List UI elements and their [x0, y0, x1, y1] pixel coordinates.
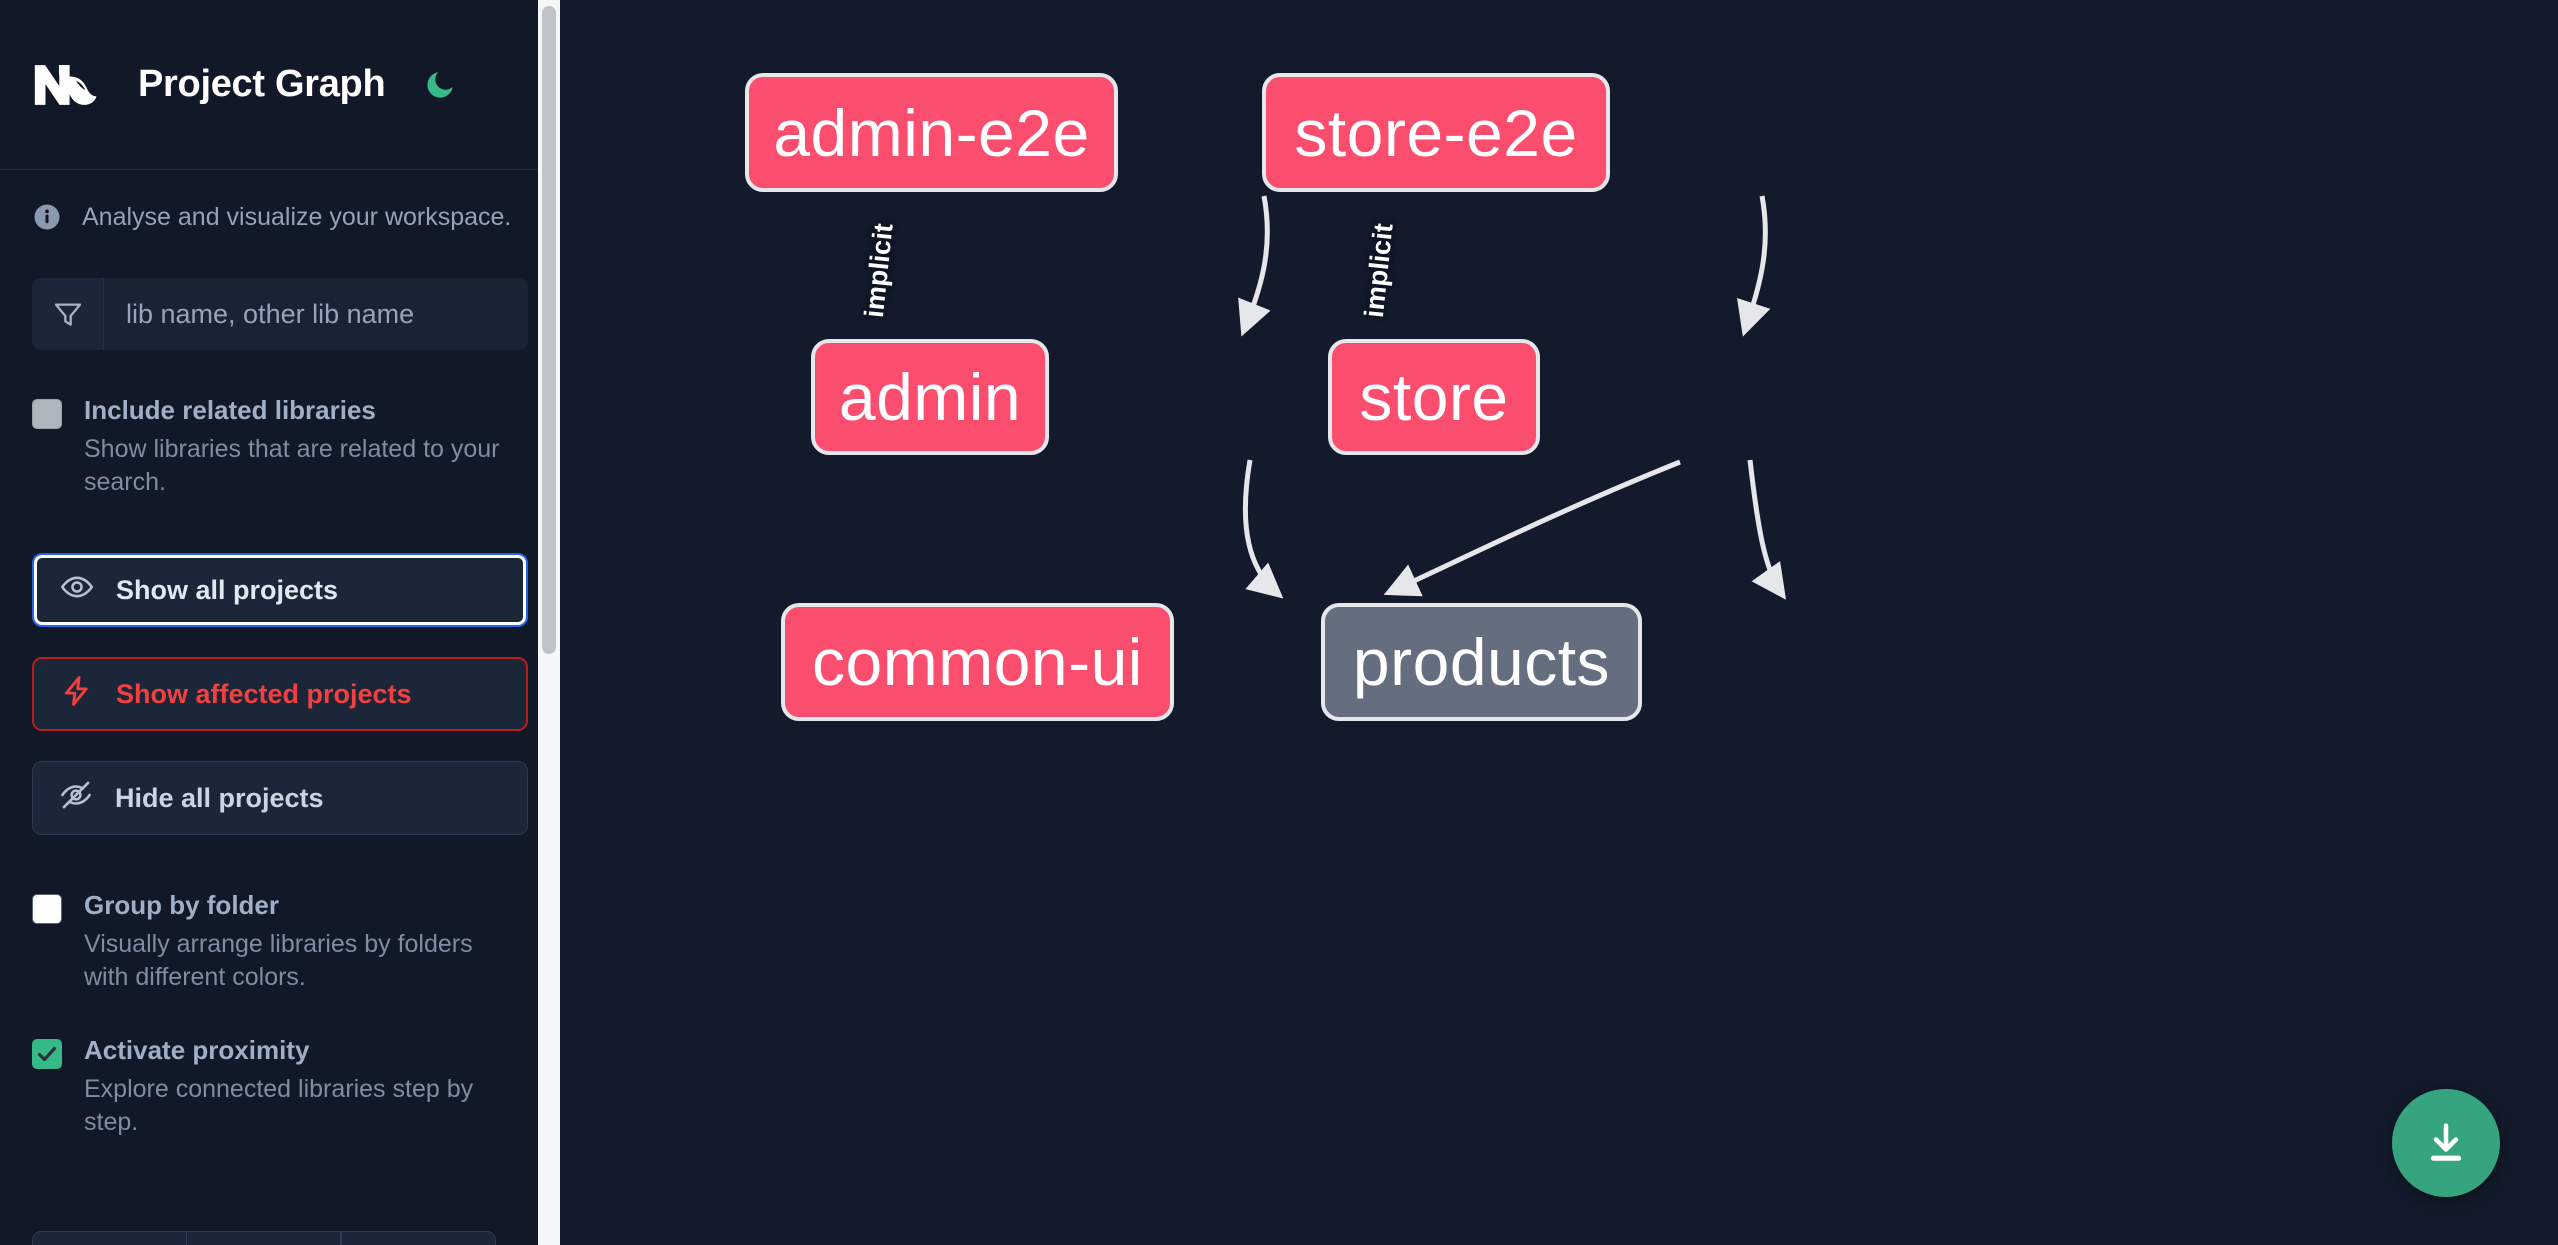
edge-admin-e2e-to-admin [1238, 195, 1271, 337]
group-by-folder-label: Group by folder [84, 890, 279, 920]
edge-store-e2e-to-store [1737, 195, 1771, 337]
info-icon [32, 202, 62, 232]
eye-off-icon [59, 778, 93, 819]
filter-funnel-icon [32, 278, 104, 350]
sidebar-scrollbar-thumb[interactable] [542, 6, 556, 654]
show-affected-projects-label: Show affected projects [116, 678, 412, 709]
option-activate-proximity[interactable]: Activate proximity Explore connected lib… [32, 1034, 528, 1139]
hide-all-projects-label: Hide all projects [115, 782, 324, 813]
graph-node-label: admin-e2e [773, 95, 1090, 170]
group-by-folder-checkbox[interactable] [32, 894, 62, 924]
show-affected-projects-button[interactable]: Show affected projects [32, 657, 528, 731]
show-all-projects-label: Show all projects [116, 574, 339, 605]
graph-node-store-e2e[interactable]: store-e2e [1262, 73, 1610, 192]
graph-node-label: store-e2e [1294, 95, 1578, 170]
hide-all-projects-button[interactable]: Hide all projects [32, 761, 528, 835]
graph-node-common-ui[interactable]: common-ui [781, 603, 1174, 721]
page-title: Project Graph [138, 63, 386, 105]
include-related-description: Show libraries that are related to your … [84, 434, 500, 496]
tagline-text: Analyse and visualize your workspace. [82, 202, 512, 231]
search-input[interactable] [104, 278, 528, 350]
graph-node-label: common-ui [812, 625, 1143, 699]
sidebar: Project Graph Analyse and visualize your… [0, 0, 560, 1245]
graph-node-store[interactable]: store [1328, 339, 1540, 455]
graph-node-admin[interactable]: admin [811, 339, 1049, 455]
proximity-segment-2[interactable] [186, 1231, 341, 1245]
proximity-segment-1[interactable] [32, 1231, 186, 1245]
include-related-label: Include related libraries [84, 395, 376, 425]
proximity-segmented-control[interactable] [32, 1231, 496, 1245]
lightning-bolt-icon [60, 674, 94, 715]
show-all-projects-button[interactable]: Show all projects [32, 553, 528, 627]
graph-node-label: store [1359, 360, 1509, 434]
option-group-by-folder[interactable]: Group by folder Visually arrange librari… [32, 889, 528, 994]
include-related-checkbox[interactable] [32, 399, 62, 429]
option-include-related[interactable]: Include related libraries Show libraries… [32, 394, 528, 499]
workspace-tagline: Analyse and visualize your workspace. [0, 170, 560, 232]
graph-node-products[interactable]: products [1321, 603, 1642, 721]
group-by-folder-description: Visually arrange libraries by folders wi… [84, 929, 473, 991]
activate-proximity-checkbox[interactable] [32, 1039, 62, 1069]
graph-node-label: admin [838, 360, 1022, 434]
proximity-segment-3[interactable] [341, 1231, 496, 1245]
download-image-button[interactable] [2392, 1089, 2500, 1197]
moon-icon[interactable] [419, 64, 461, 106]
sidebar-header: Project Graph [0, 0, 560, 170]
graph-edges [1238, 195, 1787, 600]
edge-admin-to-common-ui [1242, 459, 1284, 599]
activate-proximity-label: Activate proximity [84, 1035, 310, 1065]
eye-icon [60, 570, 94, 611]
nx-logo-icon [32, 56, 110, 114]
graph-canvas[interactable]: admin-e2e store-e2e admin store common-u… [560, 0, 2558, 1245]
graph-node-label: products [1352, 625, 1611, 699]
activate-proximity-description: Explore connected libraries step by step… [84, 1074, 474, 1136]
graph-node-admin-e2e[interactable]: admin-e2e [745, 73, 1118, 192]
search-row [32, 278, 528, 350]
edge-store-to-products [1747, 459, 1787, 600]
sidebar-scrollbar[interactable] [538, 0, 560, 1245]
sidebar-body: Include related libraries Show libraries… [0, 278, 560, 1139]
edge-store-to-common-ui [1383, 459, 1681, 597]
